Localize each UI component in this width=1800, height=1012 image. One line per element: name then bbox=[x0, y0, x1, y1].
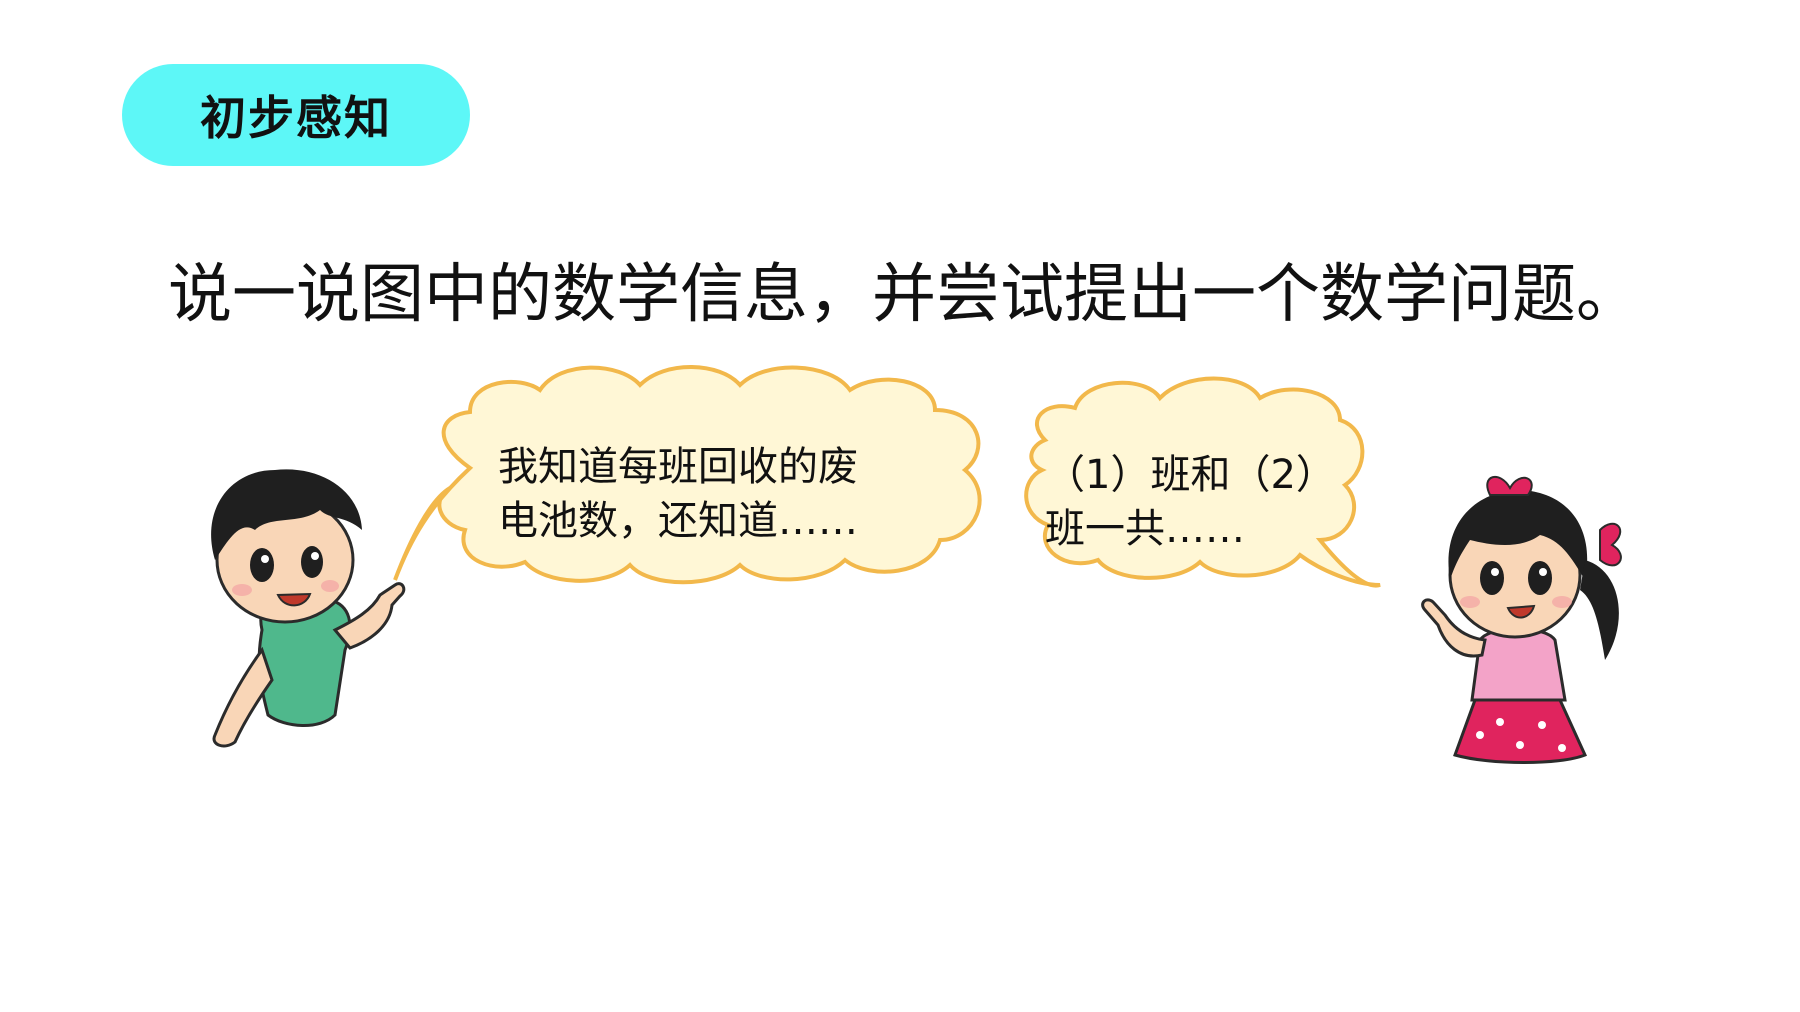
instruction-text: 说一说图中的数学信息，并尝试提出一个数学问题。 bbox=[168, 258, 1640, 332]
speech-bubble-right-shape bbox=[1024, 376, 1381, 588]
boy-character-illustration bbox=[211, 469, 406, 748]
speech-bubble-right-line-2: 班一共…… bbox=[1045, 506, 1245, 552]
speech-bubble-left-line-1: 我知道每班回收的废 bbox=[498, 444, 858, 490]
speech-bubble-right-line-1: （1）班和（2） bbox=[1045, 452, 1336, 498]
speech-bubble-left-line-2: 电池数，还知道…… bbox=[498, 498, 858, 544]
section-badge-label: 初步感知 bbox=[200, 91, 392, 145]
speech-bubble-left-text: 我知道每班回收的废 电池数，还知道…… bbox=[498, 440, 858, 548]
speech-bubble-right-text: （1）班和（2） 班一共…… bbox=[1045, 448, 1336, 556]
speech-bubble-left bbox=[393, 365, 982, 585]
section-badge: 初步感知 bbox=[122, 64, 470, 166]
speech-bubble-right bbox=[1024, 376, 1381, 588]
speech-bubble-left-shape bbox=[393, 365, 982, 585]
girl-character-illustration bbox=[1421, 476, 1622, 764]
